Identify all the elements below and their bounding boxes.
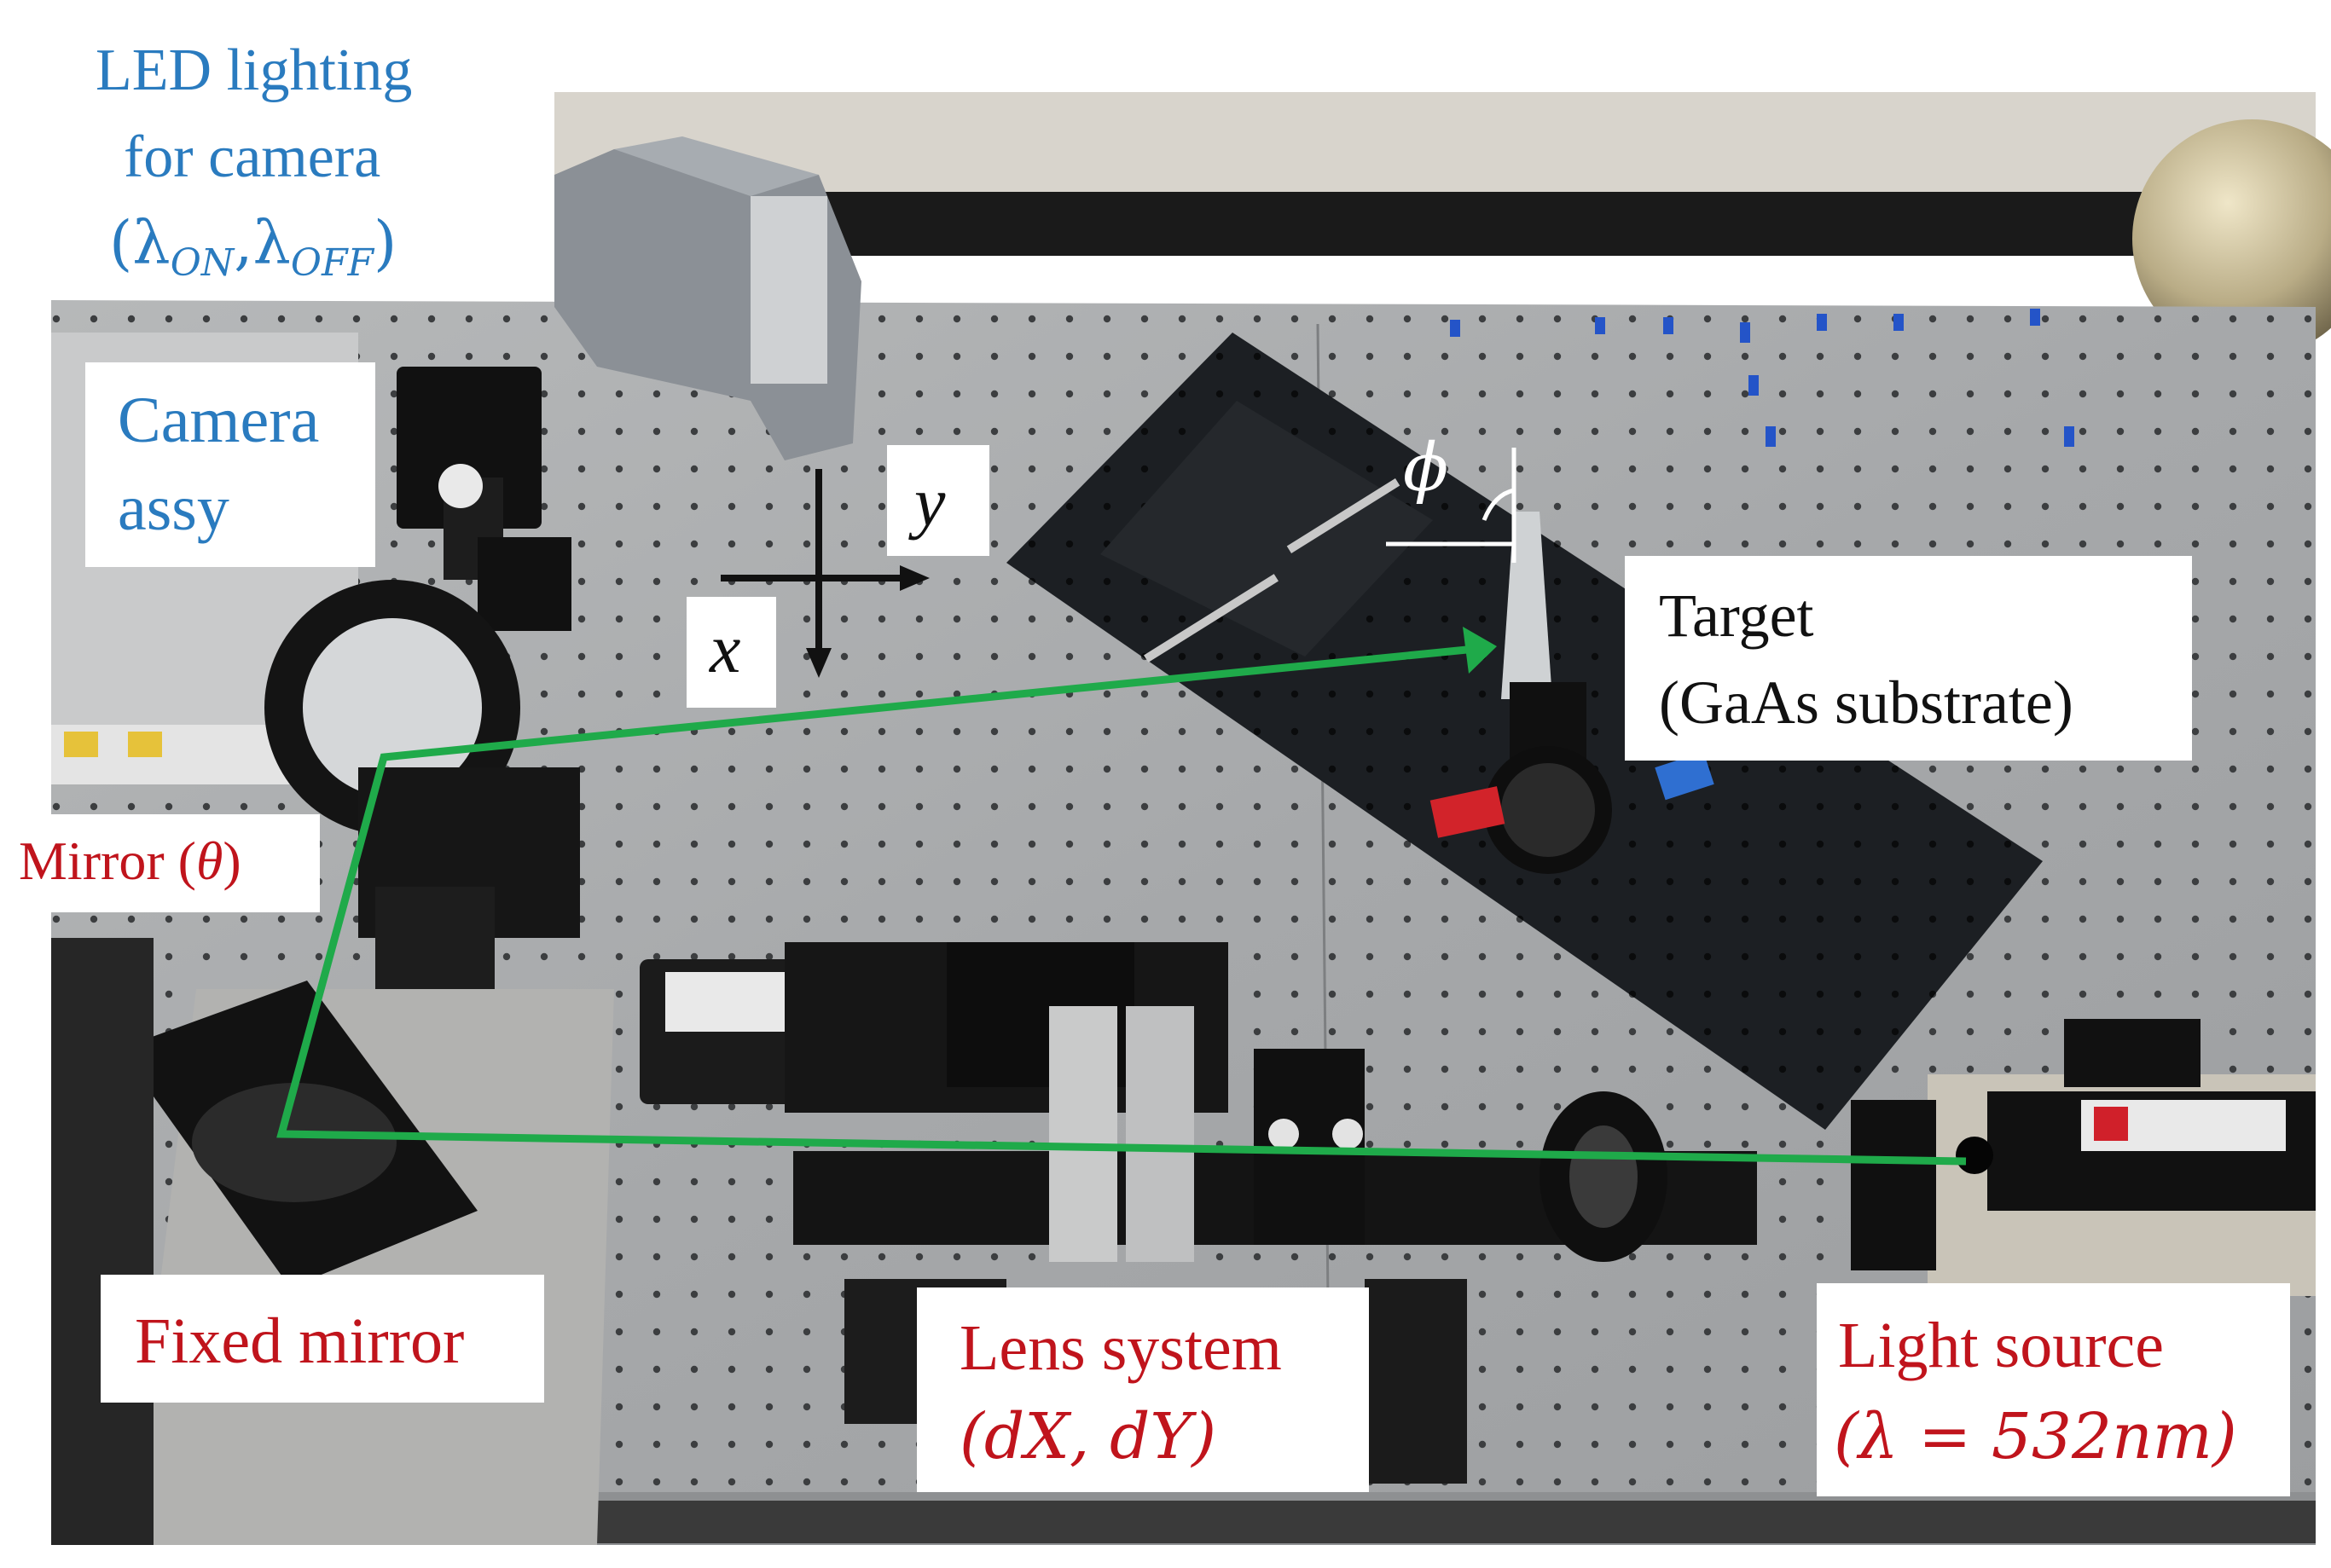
axis-y-label-box <box>887 445 989 556</box>
lens-system-line2: (dX, dY) <box>960 1400 1217 1473</box>
fixed-mirror-label-box <box>101 1275 544 1403</box>
ball-object <box>2132 119 2331 358</box>
led-lighting-line2: for camera <box>124 124 381 190</box>
target-line2: (GaAs substrate) <box>1659 668 2073 737</box>
led-comma: ,λ <box>234 208 291 278</box>
led-on-sub: ON <box>170 241 235 285</box>
led-close: ) <box>374 208 397 278</box>
axis-x-arrow <box>806 648 832 678</box>
floor-area <box>512 1501 2316 1543</box>
mirror-theta-symbol: θ <box>195 830 223 891</box>
axis-y-arrow <box>900 565 930 591</box>
mirror-label: Mirror (θ) <box>19 834 241 888</box>
blue-tape <box>1655 751 1714 801</box>
laser-aperture <box>1956 1137 1993 1174</box>
target-label-box <box>1625 556 2192 761</box>
led-lighting-label-box <box>51 26 554 298</box>
phi-arc <box>1482 488 1515 521</box>
led-off-sub: OFF <box>290 241 374 285</box>
target-line1: Target <box>1659 581 1814 650</box>
stage-rail <box>1100 401 1433 657</box>
axis-x-label: x <box>710 610 741 687</box>
lens-system-label-box <box>917 1287 1369 1492</box>
axis-x-label-box <box>687 597 776 708</box>
mirror-label-text: Mirror ( <box>19 830 196 891</box>
led-open: (λ <box>109 208 171 278</box>
camera-assy-line2: assy <box>118 472 229 544</box>
light-source-line1: Light source <box>1838 1310 2165 1381</box>
led-lighting-line1: LED lighting <box>96 38 413 103</box>
axis-y-label: y <box>914 463 946 541</box>
lens-system-line1: Lens system <box>960 1312 1282 1384</box>
light-source-line2: (λ = 532nm) <box>1834 1400 2237 1473</box>
mirror-label-box <box>0 814 320 912</box>
camera-body <box>397 367 542 529</box>
led-lighting-line3: (λON,λOFF) <box>109 213 397 282</box>
camera-assy-label-box <box>85 362 375 567</box>
blue-markers <box>1450 309 2074 447</box>
beam-arrowhead <box>1463 627 1497 674</box>
laser-beam-path <box>276 644 1967 1166</box>
light-source-label-box <box>1817 1283 2290 1496</box>
fixed-mirror-label: Fixed mirror <box>135 1305 465 1377</box>
phi-label: ϕ <box>1403 430 1449 506</box>
red-tape <box>1429 786 1505 838</box>
camera-assy-line1: Camera <box>118 385 320 456</box>
lens-holder-plate <box>1049 1006 1117 1262</box>
mirror-label-close: ) <box>223 830 241 891</box>
